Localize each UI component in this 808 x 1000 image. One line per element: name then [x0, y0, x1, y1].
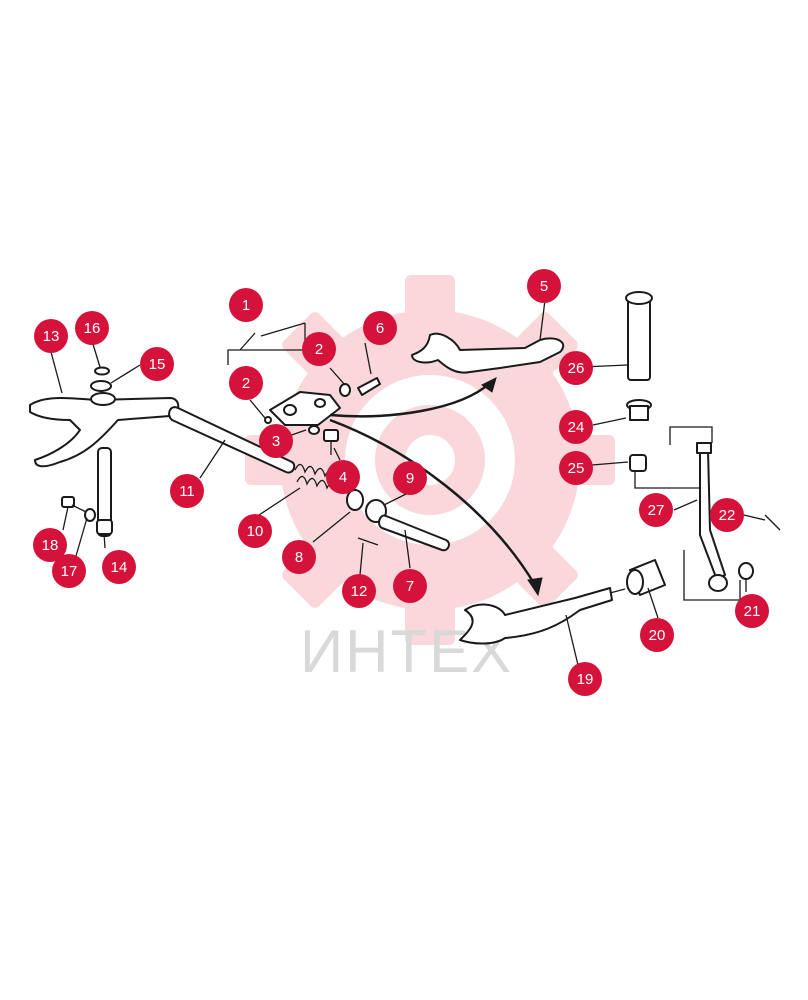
callout-14: 14 — [102, 550, 136, 584]
bracket-assembly-part — [269, 391, 341, 426]
svg-text:1: 1 — [242, 297, 250, 314]
fork-pin-part — [96, 447, 113, 537]
callout-19: 19 — [568, 662, 602, 696]
svg-text:13: 13 — [43, 328, 60, 345]
callout-18: 18 — [33, 528, 67, 562]
small-nut-part — [264, 416, 272, 424]
svg-text:19: 19 — [577, 671, 594, 688]
callout-2b: 2 — [229, 366, 263, 400]
spacer-part — [629, 454, 647, 472]
callout-20: 20 — [640, 618, 674, 652]
leader-lines — [50, 299, 766, 666]
svg-text:2: 2 — [242, 375, 250, 392]
callout-13: 13 — [34, 319, 68, 353]
svg-text:5: 5 — [540, 278, 548, 295]
svg-text:2: 2 — [315, 341, 323, 358]
lower-pedal-part — [459, 587, 626, 645]
callout-2a: 2 — [302, 332, 336, 366]
svg-text:26: 26 — [568, 360, 585, 377]
svg-text:9: 9 — [406, 470, 414, 487]
svg-text:10: 10 — [247, 523, 264, 540]
callout-27: 27 — [639, 493, 673, 527]
svg-text:22: 22 — [719, 507, 736, 524]
callout-26: 26 — [559, 351, 593, 385]
svg-text:3: 3 — [272, 433, 280, 450]
callout-3: 3 — [259, 424, 293, 458]
callout-6: 6 — [363, 311, 397, 345]
ring-part — [346, 489, 364, 511]
assembly-arrow-head — [481, 377, 497, 393]
svg-text:14: 14 — [111, 559, 128, 576]
callout-8: 8 — [282, 540, 316, 574]
svg-text:25: 25 — [568, 460, 585, 477]
svg-text:27: 27 — [648, 502, 665, 519]
callout-9: 9 — [393, 461, 427, 495]
callout-22: 22 — [710, 498, 744, 532]
svg-text:8: 8 — [295, 549, 303, 566]
svg-text:21: 21 — [744, 603, 761, 620]
assembly-arrow — [329, 418, 537, 586]
cross-shaft-part — [168, 406, 296, 474]
svg-text:18: 18 — [42, 537, 59, 554]
pedal-bushing-part — [626, 559, 666, 596]
shift-fork-part — [29, 392, 180, 468]
small-washer-part — [308, 425, 320, 435]
rod-nut-part — [696, 442, 712, 454]
callout-16: 16 — [75, 311, 109, 345]
pedal-pin-part — [378, 514, 450, 552]
assembly-arrow-head — [527, 577, 543, 597]
callout-5: 5 — [527, 269, 561, 303]
watermark-gear-icon — [245, 275, 615, 645]
callout-24: 24 — [559, 410, 593, 444]
svg-text:16: 16 — [84, 320, 101, 337]
sleeve-part — [626, 399, 652, 421]
svg-text:7: 7 — [406, 578, 414, 595]
washer-part — [90, 380, 112, 392]
svg-text:15: 15 — [149, 356, 166, 373]
bolt-washer-part — [84, 508, 96, 522]
svg-text:11: 11 — [179, 483, 195, 500]
cotter-pin-part — [357, 537, 379, 546]
svg-text:24: 24 — [568, 419, 585, 436]
callout-21: 21 — [735, 594, 769, 628]
rod-cotter-part — [764, 514, 781, 531]
callout-1: 1 — [229, 288, 263, 322]
assembly-arrow — [329, 382, 491, 418]
rod-eye-part — [708, 574, 728, 592]
svg-text:6: 6 — [376, 320, 384, 337]
roll-pin-part — [357, 377, 381, 396]
callout-12: 12 — [342, 574, 376, 608]
upper-pedal-part — [411, 332, 565, 374]
callout-25: 25 — [559, 451, 593, 485]
nut-part — [339, 383, 351, 397]
bolt-part — [61, 496, 87, 513]
callout-15: 15 — [140, 347, 174, 381]
svg-text:17: 17 — [61, 563, 78, 580]
rod-washer-part — [738, 562, 754, 580]
shaft-part — [625, 291, 653, 381]
callout-17: 17 — [52, 554, 86, 588]
callout-10: 10 — [238, 514, 272, 548]
callout-11: 11 — [170, 474, 204, 508]
snap-ring-part — [94, 366, 110, 376]
callout-4: 4 — [326, 460, 360, 494]
callout-7: 7 — [393, 569, 427, 603]
svg-text:4: 4 — [339, 469, 347, 486]
svg-text:20: 20 — [649, 627, 666, 644]
svg-text:12: 12 — [351, 583, 368, 600]
bracket-bolt-part — [323, 429, 339, 455]
